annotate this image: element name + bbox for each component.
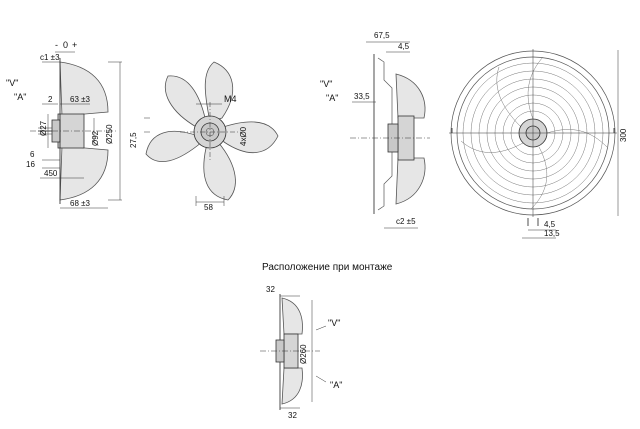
dim-c2: c2 ±5 — [396, 217, 416, 226]
label-v-bottom: "V" — [328, 318, 340, 328]
side-blade-top — [59, 61, 109, 117]
dim-4xd90: 4xØ0 — [239, 126, 248, 146]
dim-6: 6 — [30, 150, 35, 159]
dim-d260: Ø260 — [299, 344, 308, 364]
impeller-front-view: M4 4xØ0 27,5 58 — [129, 61, 279, 212]
blade-2 — [219, 121, 279, 154]
label-v-mid: "V" — [320, 79, 332, 89]
dim-2: 2 — [48, 95, 53, 104]
dim-63: 63 ±3 — [70, 95, 91, 104]
dim-d27: Ø27 — [39, 120, 48, 136]
blade-5 — [164, 75, 207, 129]
dim-c1: c1 ±3 — [40, 53, 60, 62]
dim-32-bottom: 32 — [288, 411, 297, 420]
label-v-left: "V" — [6, 78, 18, 88]
mounting-caption: Расположение при монтаже — [262, 262, 393, 273]
dim-27-5: 27,5 — [129, 132, 138, 148]
dim-67-5: 67,5 — [374, 31, 390, 40]
tol-zero: 0 — [63, 40, 68, 50]
label-a-bottom: "A" — [330, 380, 342, 390]
side-blade-bottom — [59, 145, 109, 201]
label-a-mid: "A" — [326, 93, 338, 103]
dim-m4: M4 — [224, 94, 237, 104]
label-a-left: "A" — [14, 92, 26, 102]
dim-d92: Ø92 — [91, 130, 100, 146]
dim-68: 68 ±3 — [70, 199, 91, 208]
dim-33-5: 33,5 — [354, 92, 370, 101]
dim-4-5-top: 4,5 — [398, 42, 410, 51]
tol-minus: - — [55, 40, 58, 50]
dim-300: 300 — [619, 128, 628, 142]
dim-58: 58 — [204, 203, 213, 212]
blade-3 — [203, 141, 236, 201]
dim-32-top: 32 — [266, 285, 275, 294]
mount-blade-top — [281, 297, 303, 335]
blade-1 — [204, 61, 234, 123]
guard-front-view: 300 4,5 13,5 — [449, 49, 628, 239]
mount-blade-bottom — [281, 367, 303, 405]
guard-blade-bottom — [395, 157, 426, 205]
side-view-left: - 0 + c1 ±3 "V" "A" 2 63 ±3 Ø27 Ø92 Ø250… — [6, 40, 122, 209]
dim-16: 16 — [26, 160, 35, 169]
blade-4 — [145, 130, 203, 162]
dim-d250: Ø250 — [105, 124, 114, 144]
mounting-positions-view: 32 "V" Ø260 "A" 32 — [260, 285, 342, 420]
tol-plus: + — [72, 40, 77, 50]
dim-4-5-bottom: 4,5 — [544, 220, 556, 229]
guard-blade-top — [395, 73, 426, 119]
side-view-guard: 67,5 4,5 "V" "A" 33,5 c2 ±5 — [320, 31, 430, 229]
dim-13-5: 13,5 — [544, 229, 560, 238]
dim-450: 450 — [44, 169, 58, 178]
